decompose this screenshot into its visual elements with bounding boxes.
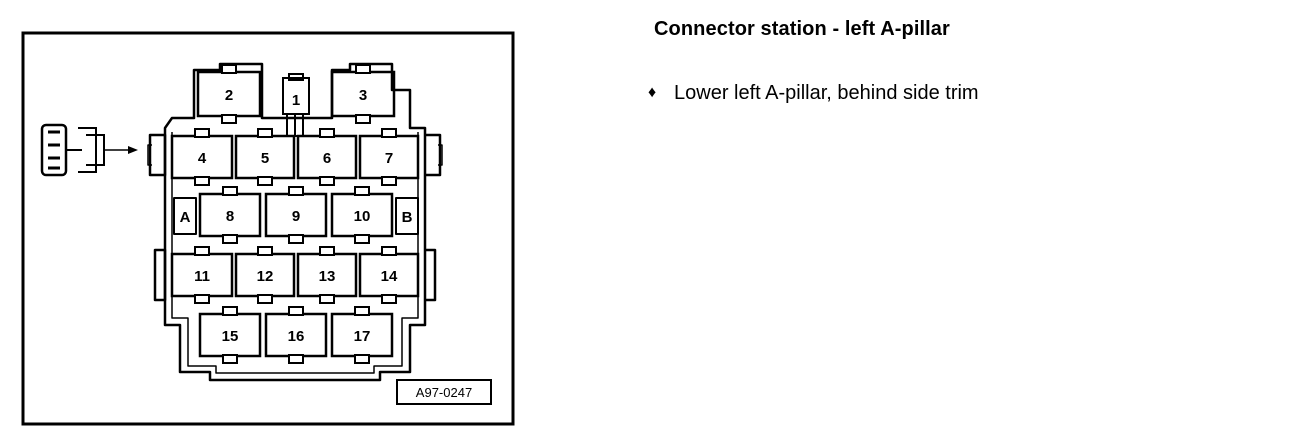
- connector-label: 15: [222, 328, 239, 345]
- connector-label: 8: [226, 208, 234, 225]
- connector-label: 11: [194, 268, 210, 285]
- figure-id: A97-0247: [416, 385, 472, 400]
- side-plug: [40, 123, 132, 177]
- connector-cavity-14: 14: [358, 246, 420, 304]
- connector-label: 13: [319, 268, 336, 285]
- page-title: Connector station - left A-pillar: [654, 18, 950, 40]
- connector-cavity-7: 7: [358, 128, 420, 186]
- connector-cavity-11: 11: [170, 246, 234, 304]
- connector-cavity-12: 12: [234, 246, 296, 304]
- connector-label: 14: [381, 268, 398, 285]
- connector-cavity-13: 13: [296, 246, 358, 304]
- diamond-bullet-icon: ♦: [648, 84, 657, 101]
- location-text: Lower left A-pillar, behind side trim: [674, 82, 979, 104]
- connector-cavity-3: 3: [330, 64, 396, 124]
- connector-label: 6: [323, 150, 331, 167]
- connector-cavity-1: 1: [292, 92, 300, 109]
- connector-cavity-8: 8: [198, 186, 262, 244]
- bullet-list: ♦ Lower left A-pillar, behind side trim: [648, 80, 979, 106]
- diagram-frame: [21, 31, 515, 426]
- connector-label: 17: [354, 328, 371, 345]
- connector-label: 1: [292, 92, 300, 109]
- connector-label: 10: [354, 208, 371, 225]
- connector-label: 12: [257, 268, 274, 285]
- connector-label: 5: [261, 150, 269, 167]
- connector-cavity-4: 4: [170, 128, 234, 186]
- side-label-right: B: [402, 209, 413, 226]
- connector-cavity-5: 5: [234, 128, 296, 186]
- connector-label: 16: [288, 328, 305, 345]
- list-item: ♦ Lower left A-pillar, behind side trim: [648, 80, 979, 106]
- connector-cavity-9: 9: [264, 186, 328, 244]
- connector-label: 9: [292, 208, 300, 225]
- connector-label: 2: [225, 87, 233, 104]
- connector-label: 7: [385, 150, 393, 167]
- connector-cavity-16: 16: [264, 306, 328, 364]
- connector-label: 3: [359, 87, 367, 104]
- connector-cavity-10: 10: [330, 186, 394, 244]
- figure-id-box: [396, 379, 492, 405]
- connector-cavity-6: 6: [296, 128, 358, 186]
- connector-cavity-15: 15: [198, 306, 262, 364]
- connector-cavity-17: 17: [330, 306, 394, 364]
- arrow-icon: [128, 146, 138, 154]
- side-label-left: A: [180, 209, 191, 226]
- connector-housing: [147, 62, 443, 382]
- connector-label: 4: [198, 150, 207, 167]
- connector-cavity-2: 2: [196, 64, 262, 124]
